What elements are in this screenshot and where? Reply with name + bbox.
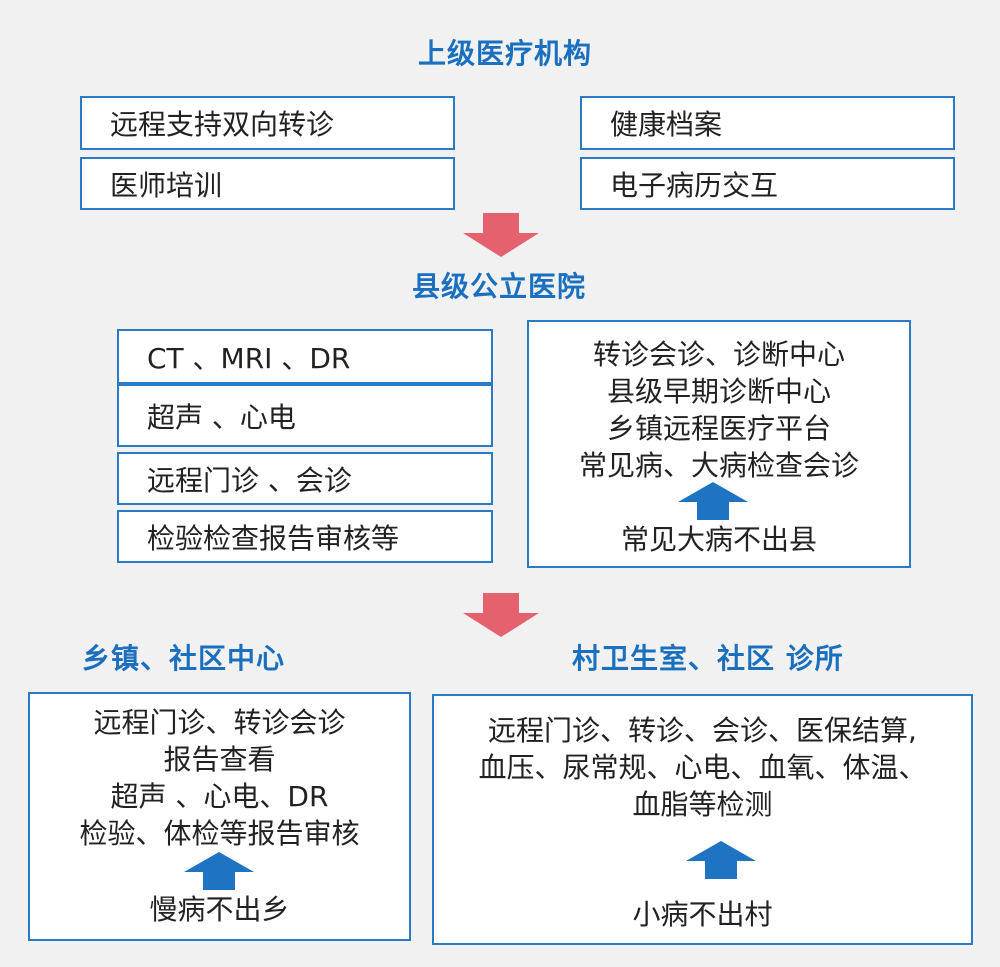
report-review-box: 检验检查报告审核等: [117, 510, 493, 563]
ultrasound-ecg-label: 超声 、心电: [147, 400, 296, 434]
imaging-box: CT 、MRI 、DR: [117, 329, 493, 384]
physician-training-box: 医师培训: [80, 157, 455, 210]
emr-exchange-box: 电子病历交互: [580, 157, 955, 210]
ultrasound-ecg-box: 超声 、心电: [117, 384, 493, 447]
village-service-line: 远程门诊、转诊、会诊、医保结算,: [488, 714, 917, 747]
county-motto: 常见大病不出县: [620, 523, 817, 556]
township-service-line: 远程门诊、转诊会诊: [93, 706, 346, 739]
health-records-box: 健康档案: [580, 96, 955, 150]
township-service-line: 超声 、心电、DR: [110, 780, 329, 813]
up-arrow-icon: [686, 841, 756, 879]
health-records-label: 健康档案: [610, 108, 723, 141]
county-service-line: 乡镇远程医疗平台: [606, 412, 831, 445]
county-service-line: 转诊会诊、诊断中心: [592, 338, 845, 371]
report-review-label: 检验检查报告审核等: [147, 521, 400, 555]
remote-referral-box: 远程支持双向转诊: [80, 96, 455, 150]
village-service-line: 血脂等检测: [632, 788, 773, 821]
township-service-line: 报告查看: [163, 743, 276, 776]
remote-clinic-label: 远程门诊 、会诊: [147, 463, 352, 497]
county-tier-title: 县级公立医院: [412, 270, 587, 303]
emr-exchange-label: 电子病历交互: [610, 168, 779, 202]
physician-training-label: 医师培训: [110, 168, 223, 202]
remote-clinic-box: 远程门诊 、会诊: [117, 452, 493, 505]
township-services-box: 远程门诊、转诊会诊 报告查看 超声 、心电、DR 检验、体检等报告审核 慢病不出…: [28, 692, 411, 941]
township-service-line: 检验、体检等报告审核: [79, 817, 360, 850]
imaging-label: CT 、MRI 、DR: [147, 341, 351, 375]
township-tier-title: 乡镇、社区中心: [82, 642, 286, 675]
up-arrow-icon: [184, 852, 254, 890]
county-service-line: 县级早期诊断中心: [606, 375, 831, 408]
village-service-line: 血压、尿常规、心电、血氧、体温、: [478, 751, 927, 784]
township-motto: 慢病不出乡: [149, 893, 290, 926]
village-tier-title: 村卫生室、社区 诊所: [572, 642, 844, 675]
remote-referral-label: 远程支持双向转诊: [110, 108, 335, 141]
village-services-box: 远程门诊、转诊、会诊、医保结算, 血压、尿常规、心电、血氧、体温、 血脂等检测 …: [432, 694, 973, 945]
county-service-line: 常见病、大病检查会诊: [578, 449, 859, 482]
up-arrow-icon: [678, 482, 748, 520]
top-tier-title: 上级医疗机构: [418, 37, 593, 70]
county-services-box: 转诊会诊、诊断中心 县级早期诊断中心 乡镇远程医疗平台 常见病、大病检查会诊 常…: [527, 320, 911, 568]
village-motto: 小病不出村: [632, 898, 773, 931]
